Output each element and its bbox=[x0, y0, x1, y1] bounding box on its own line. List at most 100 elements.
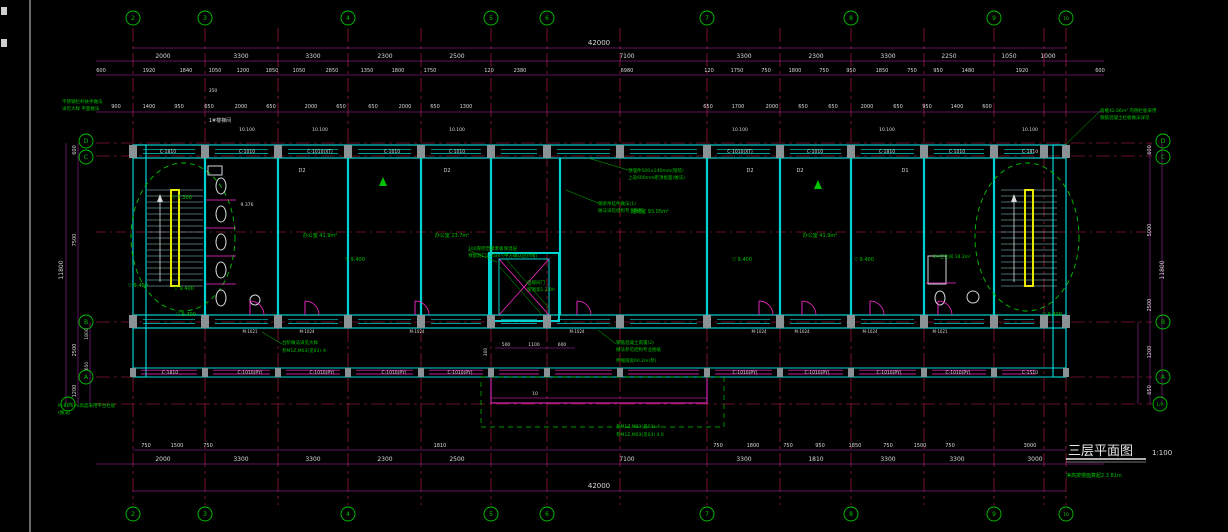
dim-text-balcony-codes: C-1010(PY) bbox=[945, 370, 970, 376]
dim-text-door-codes: M-1024 bbox=[794, 329, 810, 334]
elevator-shaft bbox=[488, 252, 560, 322]
dim-text-left-minor: 650 bbox=[84, 362, 90, 371]
plan-label: 预留洞口1.25m²(甲方确认后封堵) bbox=[468, 252, 537, 259]
axis-bubble bbox=[78, 133, 94, 149]
dim-text-sill-elev: 10.100 bbox=[239, 127, 255, 133]
column bbox=[201, 315, 209, 328]
axis-label: 1/A bbox=[1156, 402, 1164, 408]
wash-basin bbox=[966, 290, 980, 304]
toilet-right bbox=[926, 255, 980, 306]
axis-bubble bbox=[539, 10, 555, 26]
column bbox=[274, 315, 282, 328]
column bbox=[990, 145, 998, 158]
dim-text-bottom-major: 3300 bbox=[736, 456, 751, 463]
plan-label: 350 bbox=[209, 88, 218, 94]
column bbox=[920, 315, 928, 328]
stair-clearance-marks bbox=[130, 162, 1080, 312]
dim-text-bottom-major: 3300 bbox=[880, 456, 895, 463]
column bbox=[776, 145, 784, 158]
dim-text-top-window: 650 bbox=[266, 104, 276, 110]
sheet-frame bbox=[1, 0, 31, 532]
dim-text-bottom-major: 2000 bbox=[155, 456, 170, 463]
dim-text-left-major: 2500 bbox=[72, 344, 78, 357]
axis-label: 5 bbox=[489, 511, 493, 518]
column bbox=[1062, 315, 1070, 328]
column bbox=[1040, 315, 1048, 328]
dim-text-top-window: 650 bbox=[204, 104, 214, 110]
dim-text-top-window: 600 bbox=[982, 104, 992, 110]
dim-text-right-major: 600 bbox=[1147, 145, 1153, 155]
axis-label: 9 bbox=[992, 15, 996, 22]
axis-bubble bbox=[1058, 10, 1074, 26]
axis-bubble bbox=[340, 506, 356, 522]
dim-text-win-codes-top: C-1010(XT) bbox=[727, 149, 753, 155]
axis-bubble bbox=[125, 10, 141, 26]
axis-label: 2 bbox=[131, 511, 135, 518]
axis-bubble bbox=[483, 506, 499, 522]
dim-text-door-codes: M-1024 bbox=[751, 329, 767, 334]
column-small bbox=[704, 368, 710, 377]
dim-text-win-codes-top: C-1010 bbox=[449, 149, 465, 155]
dim-text-top-window: 2000 bbox=[399, 104, 412, 110]
end-wall-east bbox=[1052, 144, 1067, 378]
dim-text-door-codes: M-1024 bbox=[299, 329, 315, 334]
dim-text-top-minor: 1920 bbox=[143, 68, 156, 74]
dim-text-left-major: 1200 bbox=[72, 385, 78, 398]
plan-label: 不锈钢栏杆扶手做法 bbox=[62, 98, 103, 105]
axis-bubble bbox=[197, 506, 213, 522]
stair-handrail bbox=[170, 189, 180, 287]
axis-label: 6 bbox=[545, 15, 549, 22]
axis-bubble bbox=[1155, 149, 1171, 165]
axis-bubble bbox=[843, 506, 859, 522]
dim-text-top-minor: 1920 bbox=[1016, 68, 1029, 74]
dim-text-door-codes: M-1024 bbox=[409, 329, 425, 334]
wc-fixture bbox=[215, 205, 227, 223]
wc-fixture bbox=[934, 290, 946, 306]
dim-text-overall-bottom: 42000 bbox=[588, 482, 610, 490]
plan-label: ▽ 9.400 bbox=[732, 257, 752, 263]
dim-text-sill-elev: 10.100 bbox=[449, 127, 465, 133]
dim-text-win-codes-top: C-1010 bbox=[949, 149, 965, 155]
plan-label: 500 bbox=[502, 342, 511, 348]
column-small bbox=[991, 368, 997, 377]
axis-bubble bbox=[539, 506, 555, 522]
drawing-scale: 1:100 bbox=[1152, 449, 1172, 457]
leader-line bbox=[467, 249, 498, 263]
leader-line bbox=[565, 189, 599, 204]
dim-text-top-major: 2300 bbox=[377, 53, 392, 60]
axis-label: 8 bbox=[849, 15, 853, 22]
dim-text-top-window: 1700 bbox=[732, 104, 745, 110]
column-small bbox=[777, 368, 783, 377]
dim-text-bottom-major: 2300 bbox=[377, 456, 392, 463]
axis-label: 1/A bbox=[64, 402, 72, 408]
dim-text-right-major: 2500 bbox=[1147, 299, 1153, 312]
column-small bbox=[921, 368, 927, 377]
axis-bubble bbox=[340, 10, 356, 26]
dim-text-top-window: 2000 bbox=[235, 104, 248, 110]
dim-text-win-codes-top: C-1010 bbox=[239, 149, 255, 155]
dim-text-top-window: 650 bbox=[798, 104, 808, 110]
dim-text-top-window: 1400 bbox=[143, 104, 156, 110]
dim-text-win-codes-top: C-1810 bbox=[879, 149, 895, 155]
dim-text-top-minor: 600 bbox=[1095, 68, 1105, 74]
leader-line bbox=[1061, 110, 1101, 149]
axis-label: 2 bbox=[131, 15, 135, 22]
plan-label: 10 bbox=[532, 391, 538, 397]
plan-label: 留洞宽1.2 0h bbox=[527, 286, 555, 293]
leader-line bbox=[261, 331, 283, 345]
plan-label: 办公室 23.7m² bbox=[435, 232, 470, 239]
dim-text-bottom-minor: 750 bbox=[141, 443, 151, 449]
column-small bbox=[1063, 368, 1069, 377]
dim-text-door-codes: M-1024 bbox=[862, 329, 878, 334]
dim-text-top-minor: 2850 bbox=[326, 68, 339, 74]
dim-text-left-minor: 1800 bbox=[84, 328, 90, 340]
axis-label: 4 bbox=[346, 15, 350, 22]
axis-bubble bbox=[843, 10, 859, 26]
end-wall-west bbox=[132, 144, 147, 378]
dim-text-top-major: 2250 bbox=[941, 53, 956, 60]
dim-text-top-minor: 950 bbox=[933, 68, 943, 74]
axis-bubble bbox=[125, 506, 141, 522]
door-swing-arc bbox=[576, 300, 592, 316]
dim-text-top-major: 3300 bbox=[233, 53, 248, 60]
